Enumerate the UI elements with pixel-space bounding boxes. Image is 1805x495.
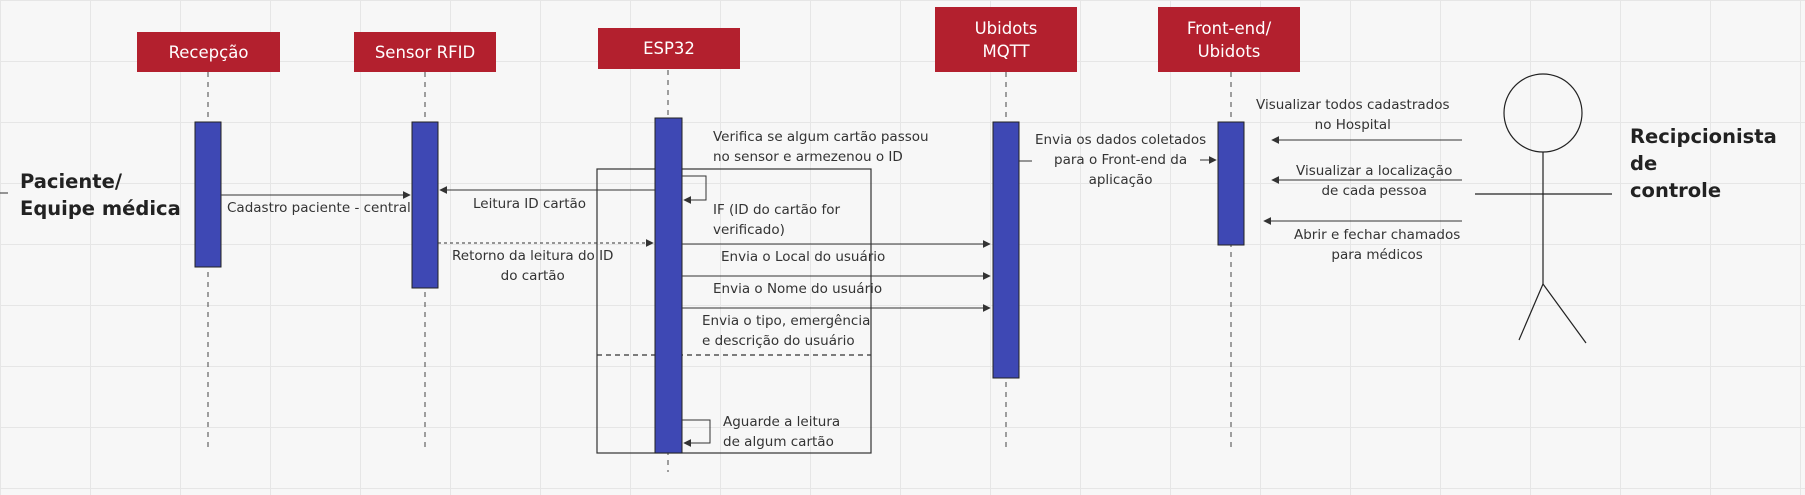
recipcionista-stick-figure [1475,73,1612,344]
activation-esp32 [654,117,683,454]
label-nome: Envia o Nome do usuário [713,281,883,297]
lifeline-header-mqtt: Ubidots MQTT [935,7,1077,72]
actor-paciente-equipe: Paciente/ Equipe médica [20,170,181,220]
label-cadastro: Cadastro paciente - central [227,200,411,216]
label-visualizar-todos: Visualizar todos cadastrados no Hospital [1256,97,1450,133]
activation-frontend [1217,121,1245,246]
label-aguarde: Aguarde a leitura de algum cartão [723,414,841,450]
label-retorno-leitura: Retorno da leitura do ID do cartão [452,248,614,284]
lifeline-header-rfid: Sensor RFID [354,32,496,72]
label-tipo: Envia o tipo, emergência e descrição do … [702,313,871,349]
lifeline-header-frontend: Front-end/ Ubidots [1158,7,1300,72]
label-if: IF (ID do cartão for verificado) [713,202,841,238]
activation-mqtt [992,121,1020,379]
label-leitura-id: Leitura ID cartão [473,196,587,212]
activation-recepcao [194,121,222,268]
label-local: Envia o Local do usuário [721,249,886,265]
label-envia-dados: Envia os dados coletados para o Front-en… [1035,132,1207,188]
self-arrow-aguarde [682,419,711,447]
actor-recipcionista: Recipcionista de controle [1630,125,1777,202]
activation-rfid [411,121,439,289]
arrow-envia-dados [1019,160,1216,161]
self-arrow-verifica [682,175,707,204]
label-chamados: Abrir e fechar chamados para médicos [1294,227,1461,263]
loop-fragment [596,168,872,454]
lifeline-header-esp32: ESP32 [598,28,740,69]
label-verifica: Verifica se algum cartão passou no senso… [713,129,929,165]
label-visualizar-localizacao: Visualizar a localização de cada pessoa [1296,163,1453,199]
lifeline-header-recepcao: Recepção [137,32,280,72]
